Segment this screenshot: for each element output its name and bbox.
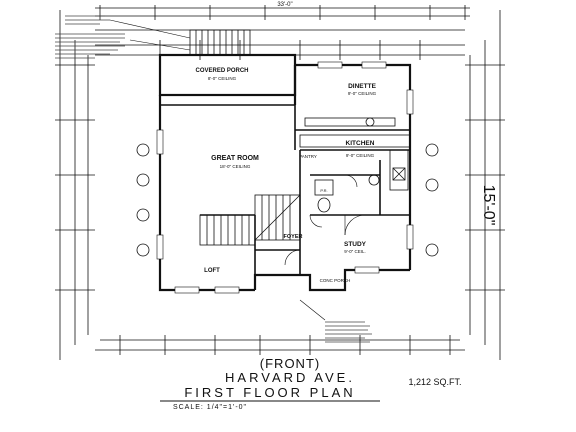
room-label-conc-porch: CONC PORCH [320, 278, 351, 283]
note-leaders [109, 19, 326, 321]
powder-room-fixtures [314, 174, 380, 213]
dinette-ceiling: 9'-0" CEILING [348, 91, 377, 96]
room-label-pr: P.R. [320, 188, 327, 193]
room-label-covered-porch: COVERED PORCH [195, 68, 248, 74]
study-ceiling: 9'-0" CEIL. [344, 249, 365, 254]
room-label-study: STUDY [344, 241, 367, 248]
room-label-pantry: PANTRY [299, 154, 317, 159]
overall-depth-label: 15'-0" [480, 185, 497, 226]
door-swings [284, 174, 366, 266]
interior-walls [160, 104, 410, 275]
title-street: HARVARD AVE. [225, 370, 355, 385]
porch-steps [189, 29, 251, 56]
great-room-ceiling: 18'-0" CEILING [220, 164, 251, 169]
title-front: (FRONT) [260, 356, 320, 371]
kitchen-ceiling: 9'-0" CEILING [346, 153, 375, 158]
title-area: 1,212 SQ.FT. [408, 377, 461, 387]
room-label-kitchen: KITCHEN [346, 140, 375, 147]
covered-porch-note: 8'-0" CEILING [208, 76, 237, 81]
room-label-dinette: DINETTE [348, 83, 376, 90]
dimension-ticks [55, 5, 505, 355]
room-label-great-room: GREAT ROOM [211, 155, 259, 162]
kitchen-counters [299, 117, 411, 191]
room-label-foyer: FOYER [284, 234, 303, 240]
room-label-loft: LOFT [204, 268, 220, 274]
window-symbols [156, 61, 414, 294]
title-plan: FIRST FLOOR PLAN [184, 385, 355, 400]
note-blocks [55, 15, 372, 343]
main-stairs [199, 194, 301, 246]
title-scale: SCALE: 1/4"=1'-0" [173, 404, 247, 411]
section-markers [136, 143, 439, 257]
overall-width-label: 33'-0" [277, 2, 292, 8]
